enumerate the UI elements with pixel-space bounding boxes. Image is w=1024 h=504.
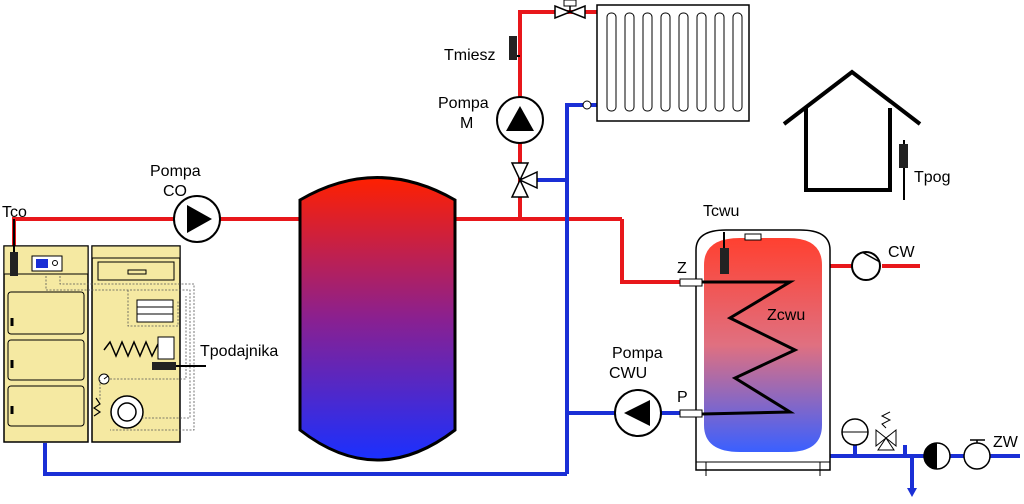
cold-water-fittings: [841, 411, 991, 470]
tpog-sensor: [899, 140, 908, 200]
tcwu-sensor-icon: [720, 248, 729, 274]
tpog-label: Tpog: [914, 169, 950, 186]
tpodajnika-label: Tpodajnika: [200, 343, 278, 360]
zw-meter-icon: [963, 442, 991, 470]
zw-label: ZW: [993, 434, 1019, 451]
radiator-valve: [554, 0, 586, 20]
tpog-sensor-icon: [899, 144, 908, 168]
pompa-cwu-label-1: Pompa: [612, 345, 663, 362]
pump-co-icon: [187, 205, 212, 233]
zcwu-label: Zcwu: [767, 307, 805, 324]
pompa-m-label-2: M: [460, 115, 473, 132]
tco-label: Tco: [2, 204, 27, 221]
pump-cwu-icon: [624, 400, 650, 426]
three-way-valve: [510, 162, 538, 198]
safety-valve-icon: [875, 411, 897, 451]
tpodajnika-sensor-icon: [152, 362, 176, 370]
pompa-co-label-1: Pompa: [150, 163, 201, 180]
pump-co: [173, 195, 221, 243]
pompa-m-label-1: Pompa: [438, 95, 489, 112]
pump-cwu: [614, 389, 662, 437]
pump-m: [496, 96, 544, 144]
cw-circulation-pump: [851, 251, 881, 281]
boiler: [3, 219, 206, 443]
pompa-cwu-label-2: CWU: [609, 365, 647, 382]
radiator: [582, 4, 750, 122]
buffer-tank: [298, 176, 457, 462]
tco-sensor-icon: [10, 252, 18, 276]
pompa-co-label-2: CO: [163, 183, 187, 200]
z-label: Z: [677, 260, 687, 277]
drain-arrow-icon: [907, 488, 917, 497]
tmiesz-label: Tmiesz: [444, 47, 496, 64]
coil-icon: [701, 280, 799, 416]
pump-m-icon: [506, 106, 534, 131]
tmiesz-sensor-icon: [509, 36, 517, 60]
house-icon: [782, 69, 922, 192]
tmiesz-sensor: [509, 36, 520, 60]
dhw-tank: [679, 229, 831, 476]
tcwu-label: Tcwu: [703, 203, 739, 220]
p-label: P: [677, 389, 688, 406]
cw-label: CW: [888, 244, 916, 261]
